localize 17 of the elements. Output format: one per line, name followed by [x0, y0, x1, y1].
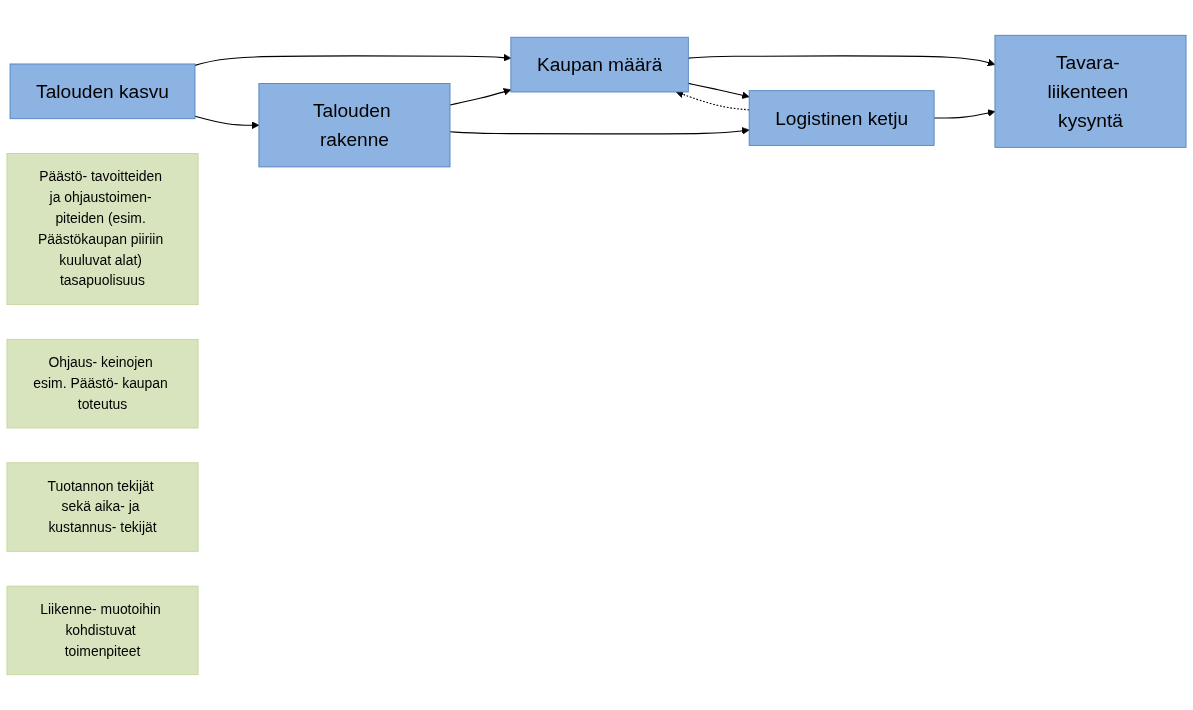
node-box: Ohjaus- keinojen esim. Päästö- kaupan toteutus [6, 338, 199, 429]
node-box: Päästö- tavoitteiden ja ohjaustoimen- piteiden (esim. Päästökaupan piiriin kuuluvat alat) tasapuolisuus [6, 153, 199, 306]
node-box: Talouden kasvu [9, 63, 196, 120]
node-box: Tuotannon tekijät sekä aika- ja kustannus- tekijät [6, 462, 199, 552]
node-box: Tavara- liikenteen kysyntä [994, 34, 1187, 148]
arrow [687, 55, 996, 67]
arrow [933, 109, 996, 119]
arrow [675, 90, 750, 111]
arrow [194, 115, 260, 130]
node-box: Liikenne- muotoihin kohdistuvat toimenpiteet [6, 585, 199, 676]
node-box: Logistinen ketju [748, 90, 935, 146]
node-box: Talouden rakenne [258, 83, 451, 168]
arrow [194, 53, 512, 66]
arrow [449, 127, 750, 135]
arrow [449, 88, 512, 106]
arrow [687, 82, 750, 99]
node-box: Kaupan määrä [510, 36, 689, 93]
